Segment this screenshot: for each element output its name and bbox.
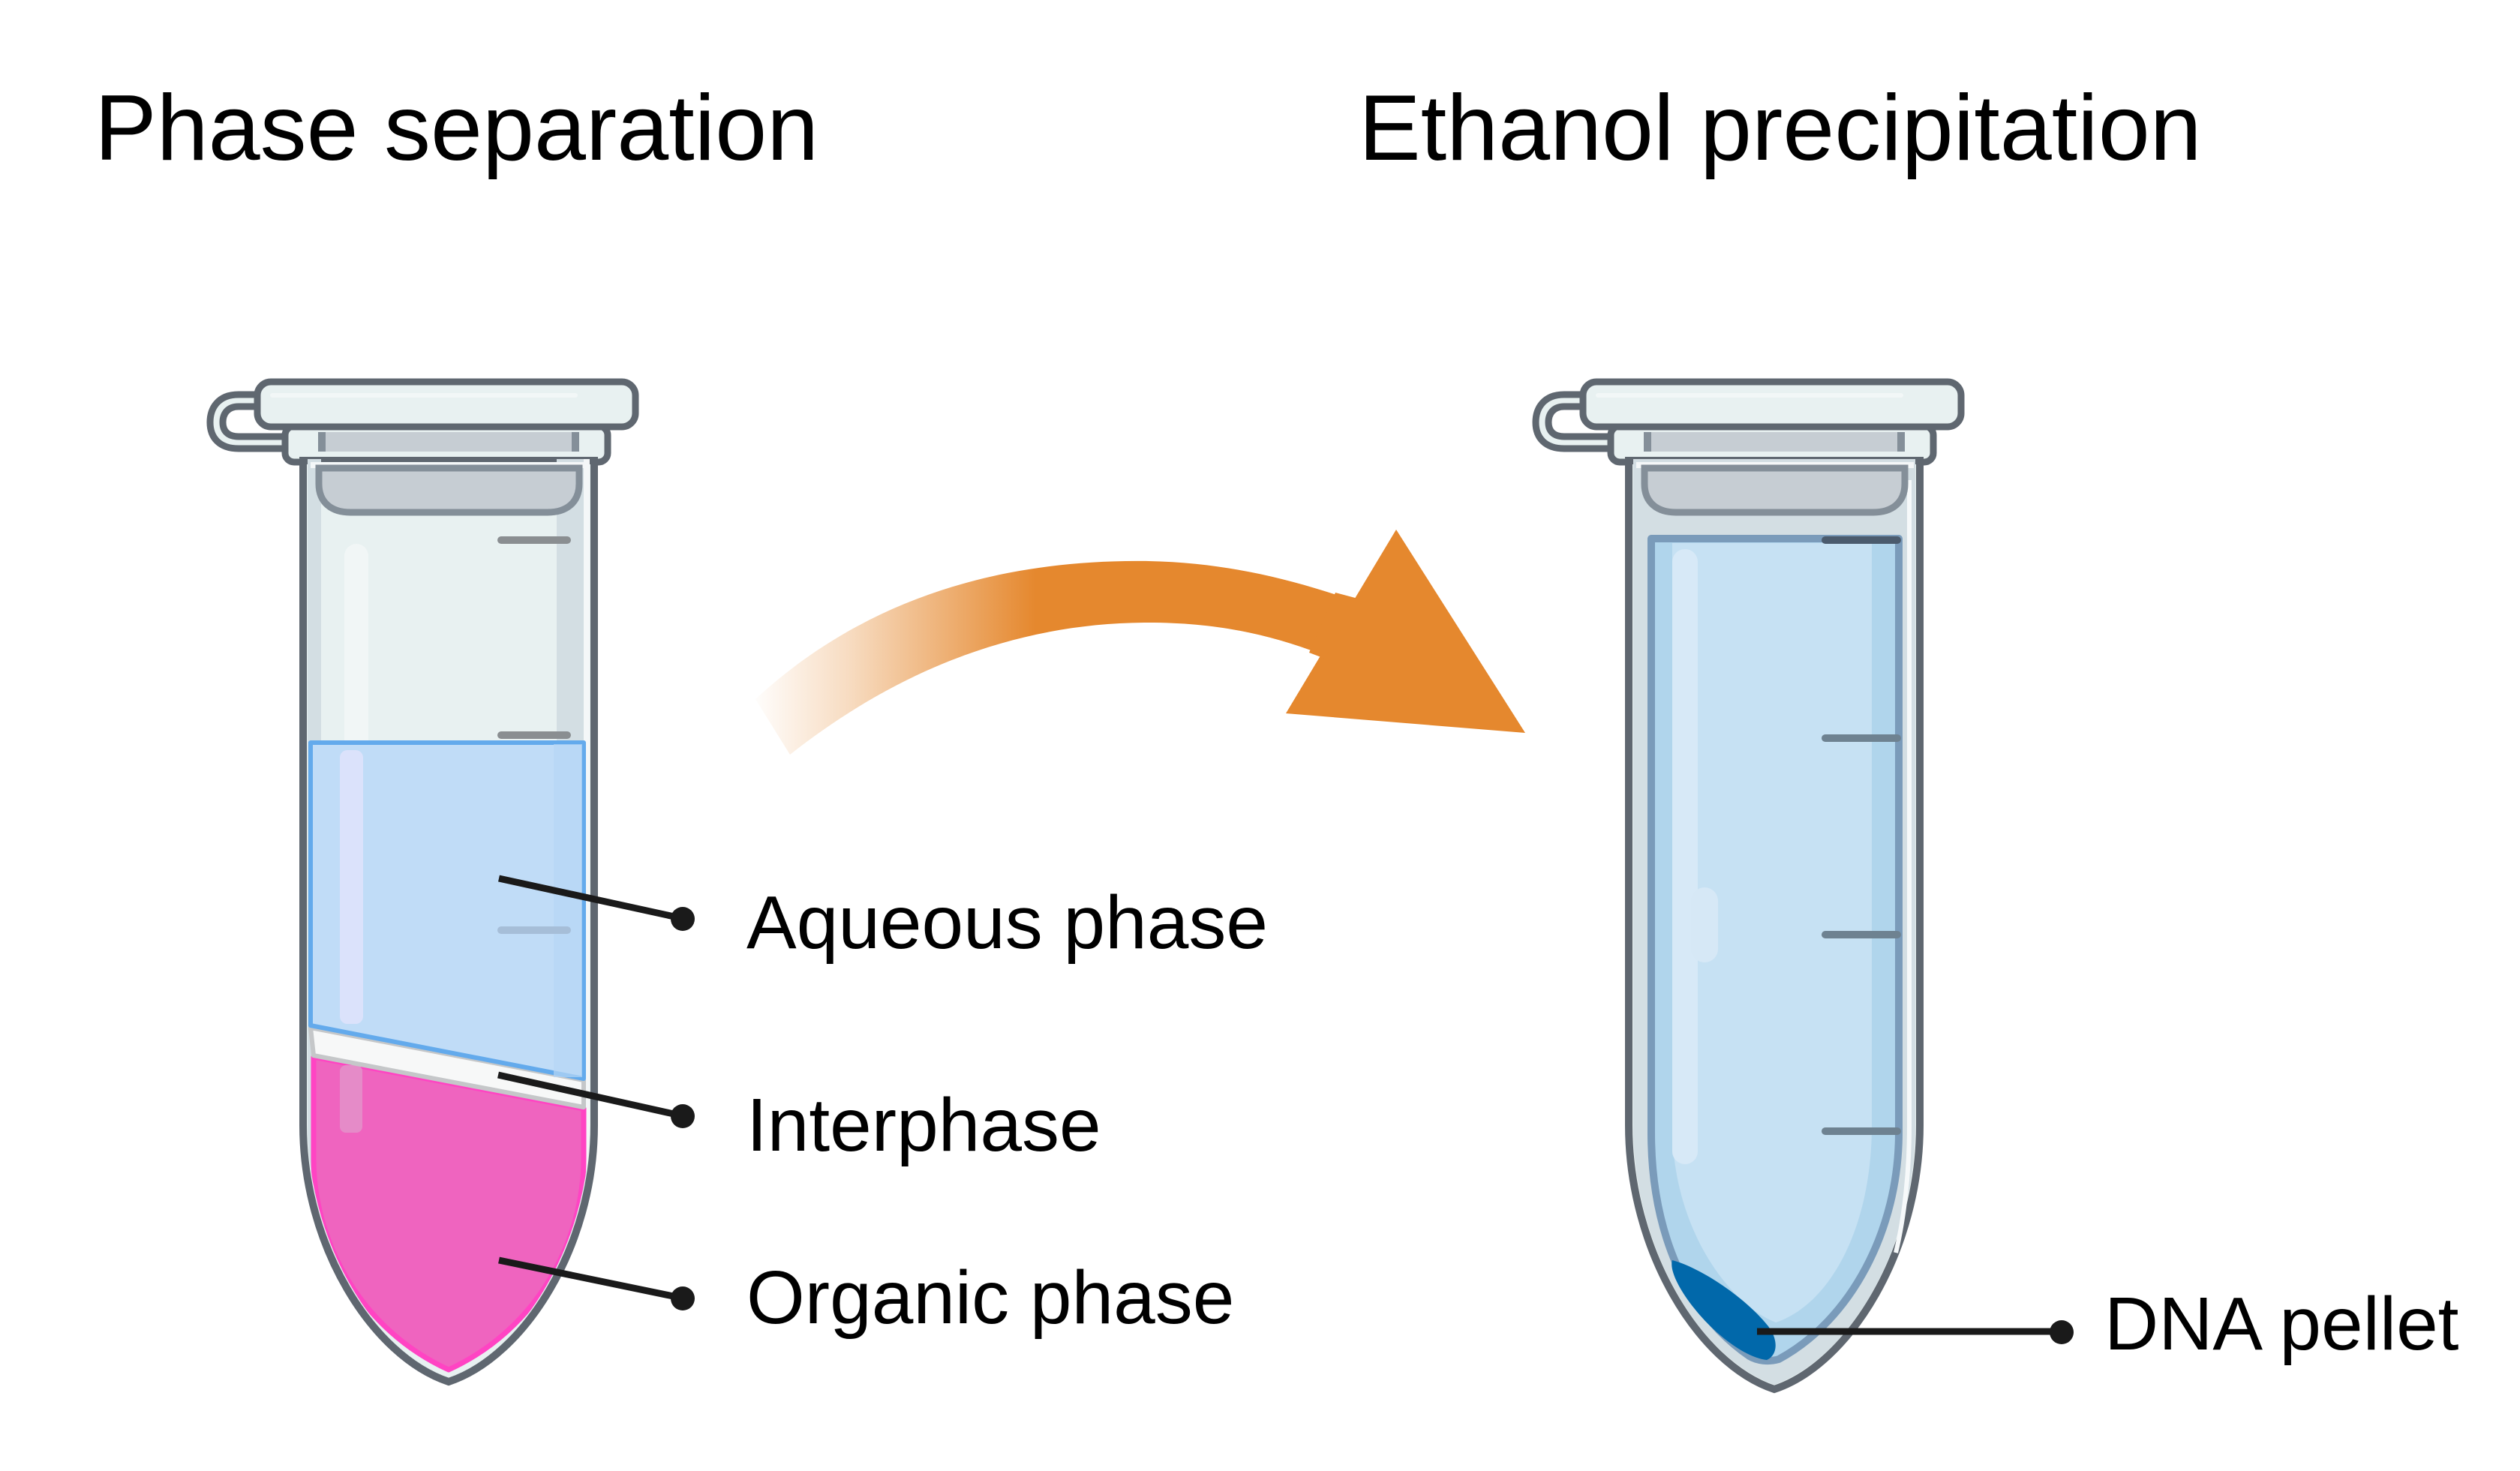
aqueous-phase xyxy=(308,740,586,1081)
label-text: Aqueous phase xyxy=(746,881,1268,965)
aqueous-side-shade xyxy=(554,744,582,1077)
organic-highlight xyxy=(340,1065,362,1133)
glass-highlight-small xyxy=(1691,887,1718,962)
label-text: DNA pellet xyxy=(2104,1282,2459,1366)
collar-inner-ring xyxy=(318,432,579,452)
label-text: Organic phase xyxy=(746,1256,1234,1340)
leader-dot xyxy=(671,907,695,931)
tube-side-highlight xyxy=(584,459,590,1377)
dna-pellet xyxy=(1671,1260,1776,1360)
arrow-joint xyxy=(1309,593,1358,659)
collar-inner-ring-edge xyxy=(1897,432,1905,452)
leader-dot xyxy=(671,1286,695,1310)
collar-inner-ring xyxy=(1644,432,1905,452)
cap-plug xyxy=(1641,464,1909,516)
collar-inner-ring-edge xyxy=(318,432,326,452)
glass-highlight xyxy=(1672,549,1698,1164)
collar-inner-ring-edge xyxy=(572,432,579,452)
aqueous-highlight xyxy=(340,750,363,1024)
panel-title-ethanol-precipitation: Ethanol precipitation xyxy=(1359,77,2202,180)
label-interphase: Interphase xyxy=(497,1071,1101,1167)
label-aqueous-phase: Aqueous phase xyxy=(498,875,1268,965)
tube-cap-lid xyxy=(254,378,639,431)
cap-highlight xyxy=(270,393,578,398)
arrow-head xyxy=(1286,530,1525,733)
tube-phase-separation xyxy=(206,378,639,1386)
tube-side-highlight xyxy=(1894,480,1912,1253)
leader-dot xyxy=(671,1104,695,1128)
panel-title-phase-separation: Phase separation xyxy=(95,77,818,180)
curved-arrow-right-icon xyxy=(755,530,1525,755)
tube-ethanol-precipitation xyxy=(1532,378,1965,1394)
label-organic-phase: Organic phase xyxy=(498,1256,1234,1340)
label-dna-pellet: DNA pellet xyxy=(1757,1282,2459,1366)
cap-highlight xyxy=(1596,393,1903,398)
leader-dot xyxy=(2050,1320,2074,1344)
collar-inner-ring-edge xyxy=(1644,432,1651,452)
leader-line xyxy=(497,1071,681,1119)
label-text: Interphase xyxy=(746,1083,1101,1167)
arrow-shaft xyxy=(755,560,1354,755)
leader-line xyxy=(498,1256,681,1301)
leader-line xyxy=(498,875,682,922)
tube-cap-lid xyxy=(1579,378,1965,431)
cap-plug xyxy=(315,464,583,516)
